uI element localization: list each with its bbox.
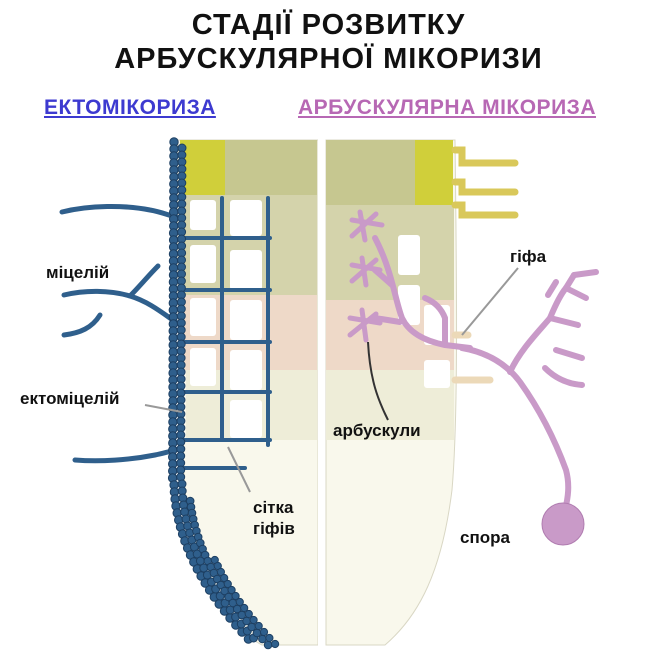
label-mycelium: міцелій [46, 262, 109, 283]
label-hyphal-net-line-2: гіфів [253, 518, 293, 539]
label-hypha: гіфа [510, 246, 546, 267]
root-left-band-1 [225, 140, 317, 195]
mantle-bead [272, 640, 279, 647]
mantle-bead [250, 616, 257, 623]
mantle-bead [266, 634, 273, 641]
mantle-bead [264, 641, 272, 649]
mantle-bead [253, 629, 261, 637]
am-external-hyphae [462, 272, 596, 510]
label-arbuscules: арбускули [333, 420, 421, 441]
mantle-bead [255, 622, 262, 629]
leader-hypha [462, 268, 518, 335]
root-right-band-1 [326, 140, 415, 205]
mantle-bead [260, 628, 267, 635]
root-right-half [326, 140, 457, 645]
root-hairs [455, 150, 515, 215]
label-hyphal-net: сітка гіфів [253, 497, 293, 539]
ecto-external-mycelium [62, 206, 182, 460]
root-divider [318, 138, 326, 648]
spore [542, 503, 584, 545]
mantle-bead [245, 610, 252, 617]
label-ectomycelium: ектоміцелій [20, 388, 119, 409]
label-spore: спора [460, 527, 510, 548]
mantle-bead [259, 635, 267, 643]
root-left-cap-zone [180, 140, 225, 195]
label-hyphal-net-line-1: сітка [253, 497, 293, 518]
root-right-cap-zone [415, 140, 453, 205]
